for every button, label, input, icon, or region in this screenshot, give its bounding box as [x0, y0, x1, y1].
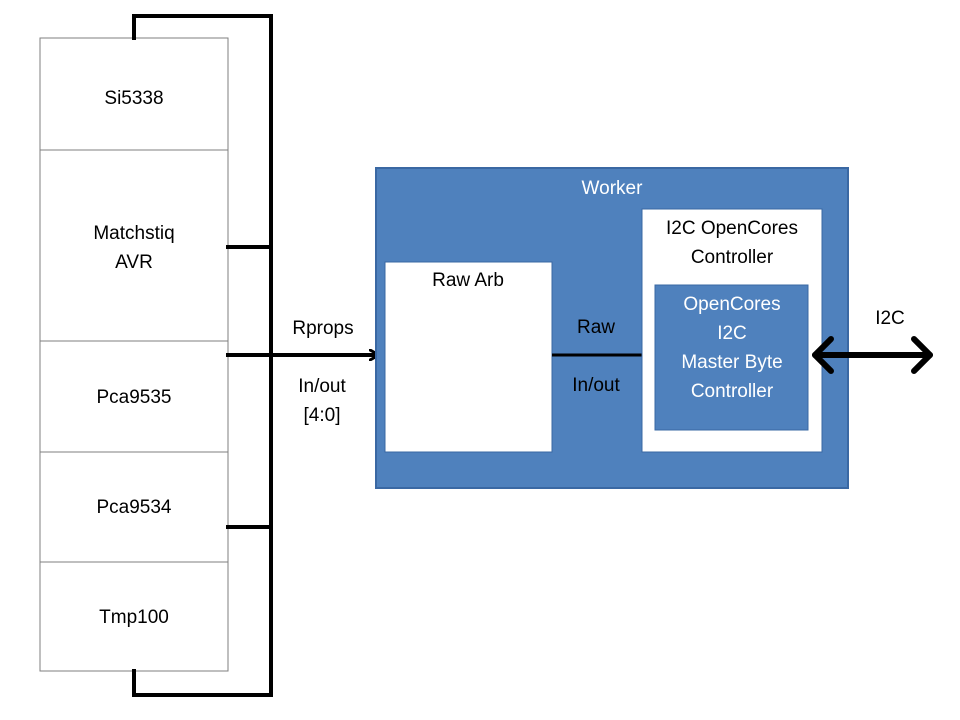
raw-dir-label: In/out [572, 375, 620, 396]
worker-block: Worker Raw Arb Raw In/out I2C OpenCores … [375, 167, 849, 489]
i2c-controller-line2: Controller [691, 247, 774, 268]
master-line1: OpenCores [683, 294, 780, 315]
device-si5338: Si5338 [104, 88, 163, 109]
device-tmp100: Tmp100 [99, 607, 169, 628]
raw-label: Raw [577, 317, 615, 338]
raw-arb-label: Raw Arb [432, 270, 504, 291]
device-matchstiq-line2: AVR [115, 252, 153, 273]
raw-arb-box [384, 261, 553, 453]
i2c-bus-head-left [812, 336, 834, 374]
rprops-label: Rprops [292, 318, 353, 339]
i2c-controller-line1: I2C OpenCores [666, 218, 798, 239]
rprops-width-label: [4:0] [304, 405, 341, 426]
i2c-bus-label: I2C [875, 308, 905, 329]
master-byte-controller-box [654, 284, 809, 431]
worker-title: Worker [582, 178, 644, 199]
i2c-bus-arrow [812, 336, 933, 374]
master-line4: Controller [691, 381, 774, 402]
rprops-dir-label: In/out [298, 376, 346, 397]
device-stack: Si5338 Matchstiq AVR Pca9535 Pca9534 Tmp… [39, 37, 229, 672]
i2c-bus-head-right [911, 336, 933, 374]
master-line2: I2C [717, 323, 747, 344]
master-line3: Master Byte [681, 352, 782, 373]
device-pca9535: Pca9535 [96, 387, 171, 408]
device-matchstiq-line1: Matchstiq [93, 223, 174, 244]
device-stack-outline [39, 37, 229, 672]
device-pca9534: Pca9534 [96, 497, 171, 518]
